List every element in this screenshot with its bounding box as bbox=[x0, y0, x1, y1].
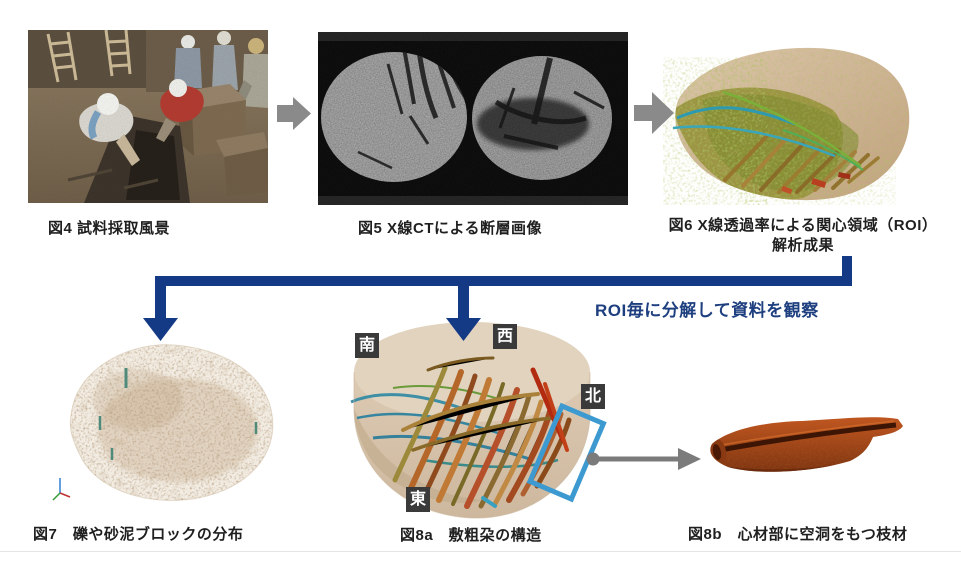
brushwood-disc bbox=[350, 322, 591, 519]
brushwood-sticks bbox=[392, 356, 572, 509]
gravel-block bbox=[52, 344, 274, 501]
connector-vertical bbox=[842, 256, 852, 286]
roi-note: ROI毎に分解して資料を観察 bbox=[595, 301, 819, 320]
direction-label-south: 南 bbox=[355, 333, 379, 358]
fig6-image bbox=[663, 40, 915, 205]
bottom-divider bbox=[0, 551, 961, 552]
roi-render bbox=[663, 47, 910, 205]
fig4-image bbox=[28, 30, 268, 203]
fig6-caption-line1: 図6 X線透過率による関心領域（ROI） bbox=[668, 217, 938, 234]
flow-arrow-icon-1 bbox=[277, 97, 311, 130]
fig7-caption: 図7 礫や砂泥ブロックの分布 bbox=[33, 526, 244, 543]
direction-label-east: 東 bbox=[406, 487, 430, 512]
fig7-image bbox=[48, 330, 280, 510]
direction-label-west: 西 bbox=[493, 324, 517, 349]
fig4-caption: 図4 試料採取風景 bbox=[48, 220, 171, 237]
hollow-groove bbox=[719, 422, 897, 453]
fig8b-caption: 図8b 心材部に空洞をもつ枝材 bbox=[688, 526, 908, 543]
fig8a-caption: 図8a 敷粗朶の構造 bbox=[400, 527, 542, 544]
fig8a-image bbox=[333, 310, 605, 525]
fig5-caption: 図5 X線CTによる断層画像 bbox=[358, 220, 543, 237]
connector-horizontal bbox=[155, 276, 852, 286]
down-arrow-stem-left bbox=[155, 276, 166, 320]
excavation-photo bbox=[28, 30, 268, 203]
green-speckle-cloud bbox=[663, 70, 758, 200]
direction-label-north: 北 bbox=[581, 384, 605, 409]
link-arrow-icon bbox=[678, 448, 701, 470]
ct-slices bbox=[318, 32, 628, 205]
fig6-caption-line2: 解析成果 bbox=[771, 237, 834, 254]
stick-rows bbox=[723, 134, 880, 194]
branch-render bbox=[710, 417, 903, 472]
axes-indicator-icon bbox=[52, 478, 71, 501]
red-fragments bbox=[781, 171, 851, 195]
root-traces bbox=[672, 90, 864, 171]
fig5-image bbox=[318, 32, 628, 205]
fig6-caption: 図6 X線透過率による関心領域（ROI） 解析成果 bbox=[645, 216, 961, 256]
fig8b-image bbox=[700, 410, 915, 495]
